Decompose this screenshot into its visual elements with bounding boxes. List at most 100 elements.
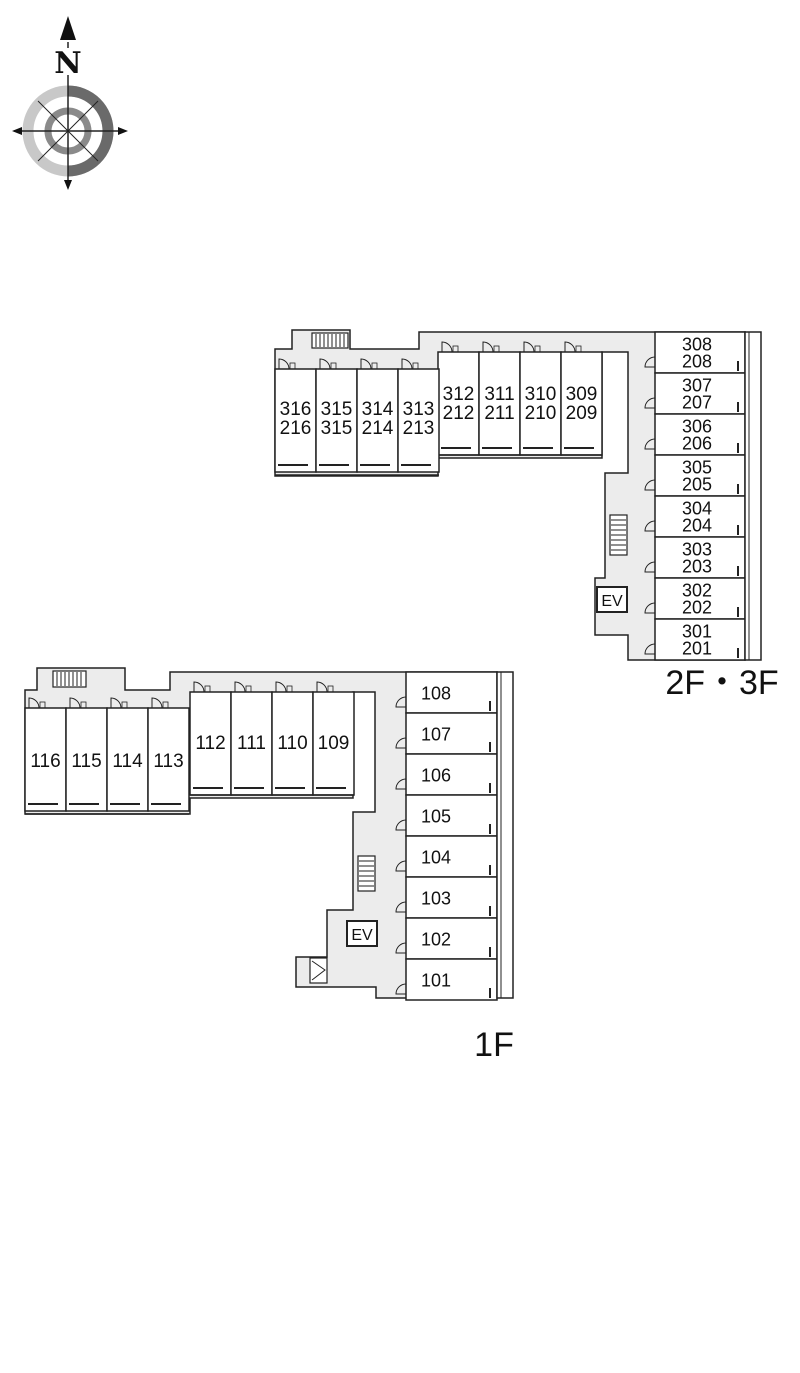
unit-number: 110 [277, 733, 307, 754]
unit-cell: 107 [395, 712, 498, 755]
lower-stairs-east [357, 855, 376, 892]
compass: N [12, 16, 128, 190]
compass-north-bg [56, 48, 81, 75]
compass-north-arrow-icon [60, 16, 76, 40]
unit-cell: 101 [395, 958, 498, 1001]
lower-stairs-north-treads [56, 672, 82, 686]
unit-cell: 108 [395, 671, 498, 714]
door-icon-meter [204, 685, 211, 693]
door-icon [28, 697, 40, 709]
unit-room [519, 351, 562, 456]
unit-room [654, 454, 746, 497]
unit-number: 105 [421, 807, 451, 827]
compass-south-arrow-icon [64, 180, 72, 190]
unit-room [405, 712, 498, 755]
door-icon-meter [162, 701, 169, 709]
door-icon [523, 341, 535, 353]
door-icon [482, 341, 494, 353]
unit-room [478, 351, 521, 456]
unit-number: 108 [421, 684, 451, 704]
unit-number-upper: 308 [682, 335, 712, 355]
unit-cell: 113 [147, 697, 190, 812]
unit-room [315, 368, 358, 473]
unit-room [405, 917, 498, 960]
unit-number-upper: 314 [362, 399, 394, 420]
door-icon [644, 397, 656, 409]
door-icon [395, 860, 407, 872]
unit-number-upper: 304 [682, 499, 712, 519]
unit-number: 113 [153, 751, 183, 772]
compass-east-arrow-icon [118, 127, 128, 135]
unit-room [230, 691, 273, 796]
door-icon [644, 356, 656, 368]
lower-stairs-east-treads [359, 860, 374, 887]
door-icon [395, 942, 407, 954]
door-icon [193, 681, 205, 693]
unit-number: 103 [421, 889, 451, 909]
unit-cell: 103 [395, 876, 498, 919]
door-icon [395, 778, 407, 790]
upper-elevator-label: EV [601, 593, 623, 610]
unit-number-upper: 316 [280, 399, 312, 420]
door-icon-meter [452, 345, 459, 353]
unit-number: 114 [112, 751, 143, 772]
door-icon [644, 520, 656, 532]
unit-cell: 110 [271, 681, 314, 796]
lower-entrance-icon [311, 960, 326, 981]
unit-cell: 114 [106, 697, 149, 812]
door-icon [151, 697, 163, 709]
unit-room [405, 753, 498, 796]
unit-number-upper: 301 [682, 622, 712, 642]
unit-number-upper: 312 [443, 384, 475, 405]
door-icon [441, 341, 453, 353]
unit-number-upper: 311 [484, 384, 514, 405]
door-icon [234, 681, 246, 693]
door-icon [395, 819, 407, 831]
unit-room [312, 691, 355, 796]
unit-number: 102 [421, 930, 451, 950]
unit-cell: 116 [24, 697, 67, 812]
unit-number-upper: 307 [682, 376, 712, 396]
unit-room [405, 876, 498, 919]
upper-east-balcony [744, 331, 762, 661]
unit-number-lower: 205 [682, 475, 712, 495]
unit-number-upper: 305 [682, 458, 712, 478]
upper-floor-label: 2F・3F [665, 664, 778, 702]
compass-diag-b [37, 100, 99, 162]
unit-number-lower: 213 [403, 418, 435, 439]
unit-number: 107 [421, 725, 451, 745]
unit-number: 116 [30, 751, 60, 772]
unit-room [405, 794, 498, 837]
unit-cell: 105 [395, 794, 498, 837]
unit-cell: 115 [65, 697, 108, 812]
unit-number-lower: 207 [682, 393, 712, 413]
lower-east-balcony [496, 671, 514, 999]
unit-number-lower: 216 [280, 418, 312, 439]
unit-number-upper: 315 [321, 399, 353, 420]
door-icon-meter [289, 362, 296, 370]
upper-stairs-north-treads [315, 334, 345, 347]
unit-number: 101 [421, 971, 451, 991]
unit-room [654, 577, 746, 620]
unit-room [24, 707, 67, 812]
door-icon [278, 358, 290, 370]
door-icon-meter [412, 362, 419, 370]
unit-number-lower: 209 [566, 403, 598, 424]
door-icon [395, 737, 407, 749]
door-icon [316, 681, 328, 693]
unit-number-lower: 202 [682, 598, 712, 618]
door-icon [644, 602, 656, 614]
compass-north-label: N [54, 46, 81, 81]
door-icon [275, 681, 287, 693]
unit-cell: 111 [230, 681, 273, 796]
door-icon-meter [286, 685, 293, 693]
